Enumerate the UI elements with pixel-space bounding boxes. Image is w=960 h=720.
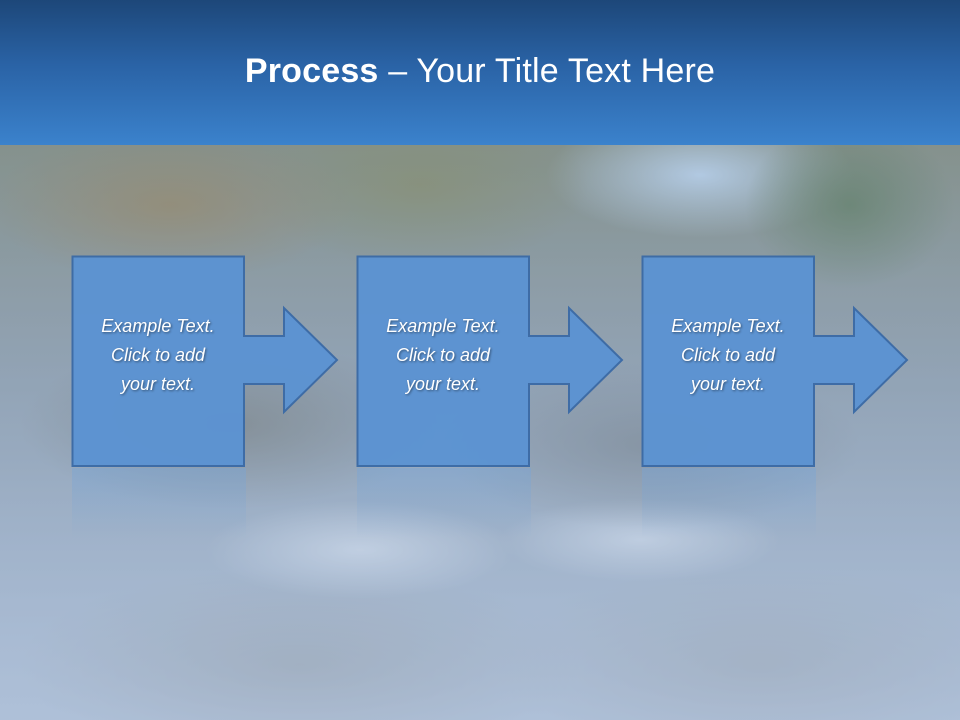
process-step-3[interactable]: Example Text. Click to add your text.	[641, 255, 912, 468]
step-3-reflection	[642, 468, 816, 538]
step-2-shape	[356, 255, 624, 467]
step-1-shape	[71, 255, 339, 467]
process-step-1[interactable]: Example Text. Click to add your text.	[71, 255, 342, 468]
arrow-right-icon	[71, 255, 339, 467]
step-1-reflection	[72, 468, 246, 538]
step-3-text[interactable]: Example Text. Click to add your text.	[671, 316, 785, 394]
step-3-shape	[641, 255, 909, 467]
process-step-2[interactable]: Example Text. Click to add your text.	[356, 255, 627, 468]
step-2-text[interactable]: Example Text. Click to add your text.	[386, 316, 500, 394]
title-bar: Process – Your Title Text Here	[0, 0, 960, 145]
title-rest: – Your Title Text Here	[378, 52, 716, 90]
arrow-right-icon	[356, 255, 624, 467]
page-title[interactable]: Process – Your Title Text Here	[0, 52, 960, 91]
arrow-right-icon	[641, 255, 909, 467]
step-1-text[interactable]: Example Text. Click to add your text.	[101, 316, 215, 394]
title-bold: Process	[244, 52, 379, 90]
step-2-reflection	[357, 468, 531, 538]
